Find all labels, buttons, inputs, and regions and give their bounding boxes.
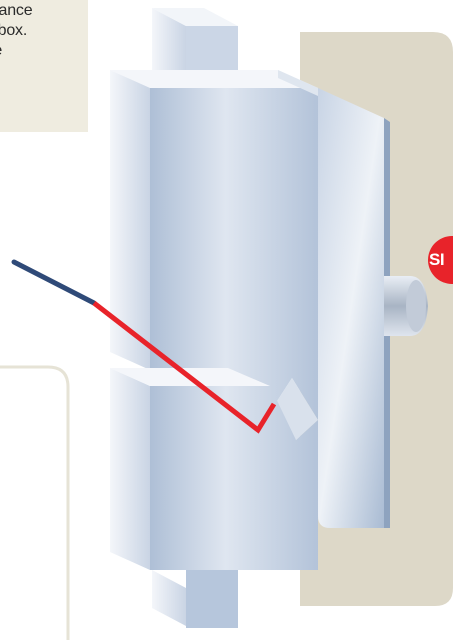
clearance-note-line-2: ep box. xyxy=(0,21,88,41)
locating-pin-tip xyxy=(406,280,426,332)
sheet-metal-blue-segment xyxy=(14,262,94,303)
lower-tang-side xyxy=(152,570,186,626)
clearance-note-line-3: uge xyxy=(0,41,88,61)
clearance-note-line-1: earance xyxy=(0,1,88,21)
clearance-note-box: earance ep box. uge xyxy=(0,0,88,132)
lower-die-side xyxy=(110,368,150,570)
callout-box-outline xyxy=(0,367,68,640)
rear-clamp-plate xyxy=(318,88,384,528)
upper-body-side xyxy=(110,70,150,370)
lower-tang-front xyxy=(186,570,238,628)
